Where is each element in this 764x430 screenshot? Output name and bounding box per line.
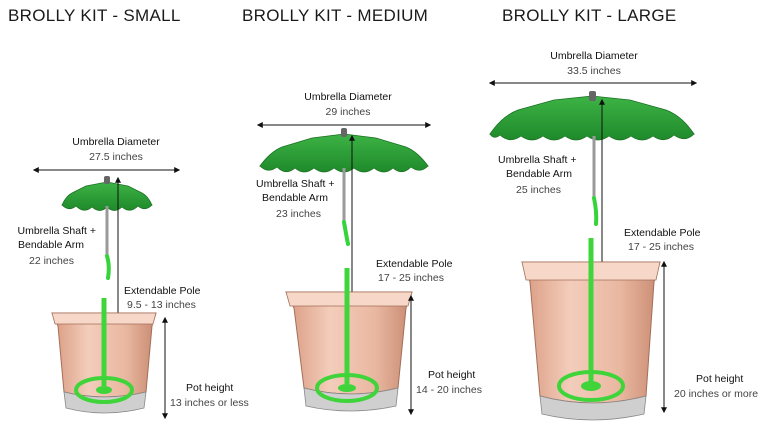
small-pole-base: [74, 376, 134, 404]
large-pot-label: Pot height: [696, 373, 744, 385]
medium-shaft-value: 23 inches: [276, 208, 321, 220]
large-kit-illustration: [488, 80, 698, 421]
medium-kit-illustration: [256, 122, 432, 416]
large-diameter-value: 33.5 inches: [567, 65, 621, 77]
medium-pot-value: 14 - 20 inches: [416, 384, 482, 396]
medium-pot-label: Pot height: [428, 369, 476, 381]
medium-shaft-label-line1: Umbrella Shaft +: [256, 178, 335, 190]
large-pole-value: 17 - 25 inches: [628, 241, 694, 253]
large-pole-label: Extendable Pole: [624, 227, 701, 239]
small-kit-illustration: [32, 167, 181, 420]
large-diameter-label: Umbrella Diameter: [550, 50, 638, 62]
kit-title-large: BROLLY KIT - LARGE: [502, 6, 677, 25]
medium-pole-label: Extendable Pole: [376, 258, 453, 270]
medium-diameter-value: 29 inches: [325, 106, 371, 118]
small-diameter-value: 27.5 inches: [89, 151, 143, 163]
small-diameter-label: Umbrella Diameter: [72, 136, 160, 148]
medium-pole-base: [315, 373, 379, 403]
small-shaft-label-line1: Umbrella Shaft +: [17, 225, 97, 237]
kit-title-medium: BROLLY KIT - MEDIUM: [242, 6, 429, 25]
medium-shaft-label-line2: Bendable Arm: [262, 192, 328, 204]
large-pole-base: [557, 370, 625, 402]
large-shaft-label-line1: Umbrella Shaft +: [498, 154, 577, 166]
medium-pole-value: 17 - 25 inches: [378, 272, 444, 284]
large-pot-value: 20 inches or more: [674, 388, 759, 400]
small-umbrella-canopy: [60, 176, 154, 211]
small-shaft-value: 22 inches: [29, 255, 74, 267]
small-pot-value: 13 inches or less: [170, 397, 249, 409]
small-pole-value: 9.5 - 13 inches: [127, 299, 196, 311]
medium-diameter-label: Umbrella Diameter: [304, 91, 392, 103]
small-shaft-label-line2: Bendable Arm: [18, 239, 84, 251]
large-umbrella-canopy: [488, 91, 696, 141]
small-pot-label: Pot height: [186, 382, 234, 394]
kit-title-small: BROLLY KIT - SMALL: [8, 6, 181, 25]
medium-umbrella-canopy: [258, 128, 430, 173]
large-shaft-value: 25 inches: [516, 184, 561, 196]
small-pole-label: Extendable Pole: [124, 285, 201, 297]
large-shaft-label-line2: Bendable Arm: [506, 168, 572, 180]
